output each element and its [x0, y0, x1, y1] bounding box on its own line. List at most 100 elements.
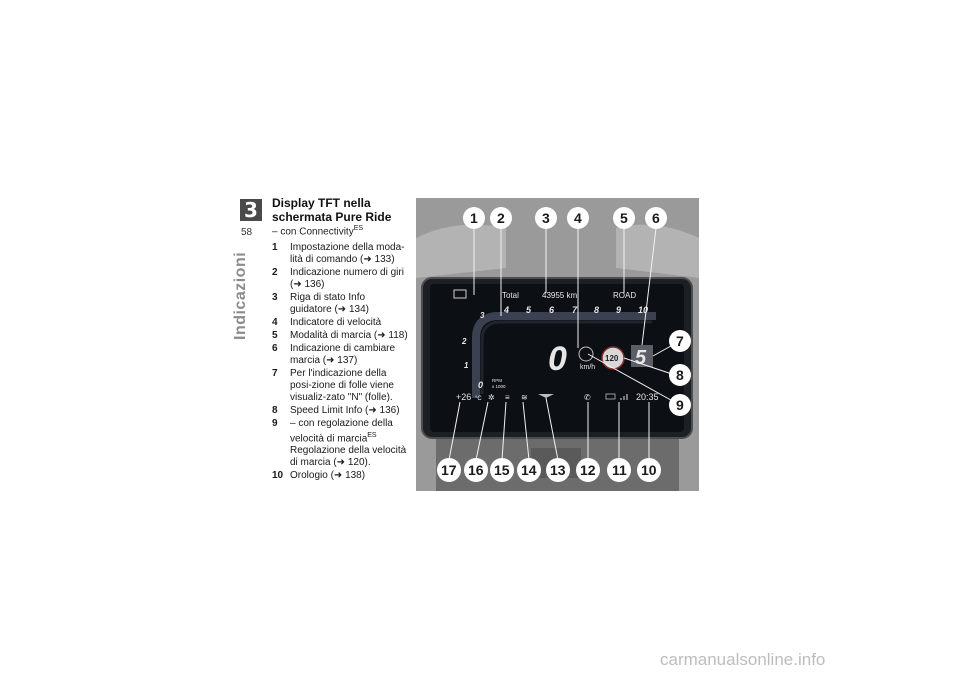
watermark: carmanualsonline.info: [660, 650, 826, 669]
legend-number: 1: [272, 242, 278, 253]
callout-circle-7: [669, 330, 691, 352]
legend-list: 1 Impostazione della moda-lità di comando…: [272, 242, 408, 483]
rpm-unit-line2: x 1000: [492, 384, 506, 389]
leader-14: [522, 401, 530, 461]
callout-15: 15: [494, 462, 510, 478]
odometer-value: 43955 km: [542, 291, 577, 300]
battery-icon: [605, 393, 616, 400]
legend-item: 1 Impostazione della moda-lità di comando…: [272, 242, 408, 266]
callout-6: 6: [652, 210, 660, 226]
legend-text: Per l'indicazione della posi-zione di fo…: [290, 368, 394, 403]
chevron-down-icon: [538, 394, 554, 398]
legend-number: 9: [272, 418, 278, 429]
legend-text: Riga di stato Info guidatore (➜ 134): [290, 292, 369, 315]
legend-item: 3 Riga di stato Info guidatore (➜ 134): [272, 292, 408, 316]
section-title-line1: Display TFT nella: [272, 196, 371, 210]
rpm-tick-1: 1: [464, 361, 469, 370]
callout-1: 1: [470, 210, 478, 226]
legend-text: Indicazione numero di giri (➜ 136): [290, 267, 404, 290]
rpm-arc-inner: [480, 320, 652, 394]
callout-7: 7: [676, 333, 684, 349]
rpm-tick-9: 9: [616, 305, 621, 315]
speed-unit: km/h: [580, 364, 595, 371]
callout-circle-8: [669, 364, 691, 386]
callout-circle-17: [437, 458, 461, 482]
gear-box: [631, 345, 653, 367]
legend-item: 9 – con regolazione della velocità di mar…: [272, 418, 408, 469]
riding-mode: ROAD: [613, 291, 636, 300]
callout-13: 13: [550, 462, 566, 478]
callout-4: 4: [574, 210, 582, 226]
dashboard-illustration: Total 43955 km ROAD 4 5 6 7 8 9 10 3 2 1…: [416, 198, 699, 491]
speed-value: 0: [548, 340, 567, 378]
leader-8: [623, 357, 679, 377]
legend-number: 8: [272, 405, 278, 416]
rpm-tick-7: 7: [572, 305, 578, 315]
legend-sup: ES: [367, 432, 377, 439]
rpm-tick-10: 10: [638, 305, 648, 315]
heated-grip-icon: ≋: [521, 393, 528, 402]
cruise-icon: [578, 346, 594, 362]
callout-circle-2: [490, 207, 512, 229]
rpm-unit-line1: RPM: [492, 378, 502, 383]
rpm-tick-8: 8: [594, 305, 599, 315]
callout-8: 8: [676, 367, 684, 383]
leader-6: [641, 227, 657, 346]
callout-16: 16: [468, 462, 484, 478]
phone-icon: ✆: [584, 393, 591, 402]
snowflake-icon: ✲: [488, 393, 495, 402]
rpm-tick-4: 4: [503, 305, 509, 315]
dashboard-photo: Total 43955 km ROAD 4 5 6 7 8 9 10 3 2 1…: [416, 198, 699, 491]
legend-item: 7 Per l'indicazione della posi-zione di f…: [272, 368, 408, 404]
legend-text: Speed Limit Info (➜ 136): [290, 405, 400, 416]
rpm-arc: [472, 312, 656, 398]
leader-lines: [448, 227, 679, 461]
legend-number: 5: [272, 330, 278, 341]
callout-12: 12: [580, 462, 596, 478]
total-label: Total: [502, 291, 519, 300]
callout-circle-14: [517, 458, 541, 482]
legend-text: Modalità di marcia (➜ 118): [290, 330, 408, 341]
callout-circle-4: [567, 207, 589, 229]
legend-number: 7: [272, 368, 278, 379]
chapter-side-title: Indicazioni: [232, 251, 249, 340]
left-mirror-mount: [416, 224, 506, 278]
rpm-tick-5: 5: [526, 305, 532, 315]
callout-circle-11: [607, 458, 631, 482]
callouts-top: 1 2 3 4 5 6: [463, 207, 667, 229]
status-box-icon: [453, 289, 467, 299]
callout-circle-9: [669, 394, 691, 416]
leader-13: [545, 397, 559, 461]
leader-16: [475, 401, 489, 461]
callout-circle-12: [576, 458, 600, 482]
temperature-value: +26: [456, 392, 471, 402]
legend-text: Orologio (➜ 138): [290, 470, 366, 482]
legend-text: Indicazione di cambiare marcia (➜ 137): [290, 343, 396, 366]
callout-circle-3: [535, 207, 557, 229]
legend-item: 8 Speed Limit Info (➜ 136): [272, 405, 408, 417]
right-mirror-mount: [616, 224, 699, 278]
rpm-tick-3: 3: [480, 311, 485, 320]
rpm-tick-0: 0: [478, 380, 483, 390]
legend-text: – con regolazione della velocità di marc…: [290, 418, 408, 469]
callout-11: 11: [612, 462, 627, 478]
section-subtitle-text: – con Connectivity: [272, 226, 354, 238]
legend-text: Impostazione della moda-lità di comando …: [290, 242, 405, 265]
callout-circle-10: [637, 458, 661, 482]
legend-number: 4: [272, 317, 278, 328]
callout-10: 10: [641, 462, 657, 478]
callout-9: 9: [676, 397, 684, 413]
legend-number: 3: [272, 292, 278, 303]
callout-5: 5: [620, 210, 628, 226]
headlight-icon: ≡: [505, 393, 510, 402]
callout-circle-15: [490, 458, 514, 482]
callout-circle-13: [546, 458, 570, 482]
legend-text-main: – con regolazione della velocità di marc…: [290, 418, 393, 445]
section-subtitle-sup: ES: [353, 225, 364, 232]
rpm-tick-2: 2: [461, 337, 467, 346]
rpm-tick-6: 6: [549, 305, 555, 315]
